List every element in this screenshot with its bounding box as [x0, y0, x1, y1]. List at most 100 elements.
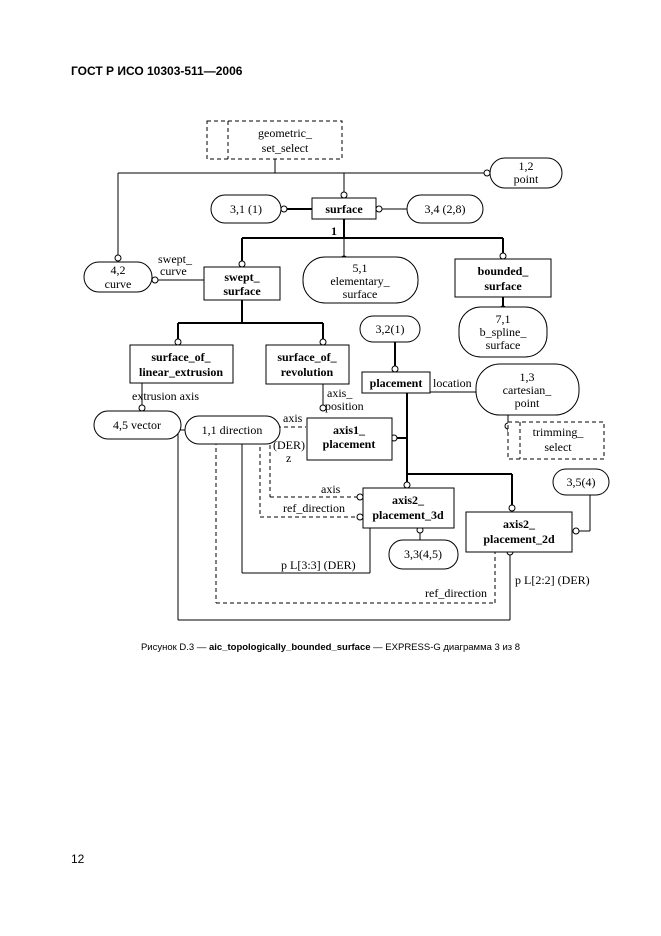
document-header: ГОСТ Р ИСО 10303-511—2006: [71, 64, 243, 78]
svg-text:placement_2d: placement_2d: [483, 532, 555, 546]
label-ref-direction-2d: ref_direction: [425, 586, 487, 600]
ref-elementary-surface: 5,1 elementary_ surface: [302, 256, 419, 304]
circle-placement: [391, 365, 399, 373]
label-swept-curve-2: curve: [160, 264, 187, 278]
circle-axis2-2d: [508, 504, 516, 512]
label-ref-direction-3d: ref_direction: [283, 501, 345, 515]
circle-extrusion-axis: [138, 404, 146, 412]
entity-axis1-placement: axis1_ placement: [306, 417, 393, 461]
svg-text:axis2_: axis2_: [392, 493, 425, 507]
svg-text:3,4 (2,8): 3,4 (2,8): [425, 202, 466, 216]
ref-curve: 4,2 curve: [83, 261, 153, 293]
svg-text:5,1: 5,1: [353, 261, 368, 275]
svg-text:surface: surface: [343, 287, 378, 301]
circle-axis-3d: [356, 493, 364, 501]
select-geometric-set-line2: set_select: [262, 141, 309, 155]
svg-text:bounded_: bounded_: [478, 264, 530, 278]
label-axis-3d: axis: [321, 482, 341, 496]
label-der: (DER): [273, 438, 305, 452]
svg-text:1,3: 1,3: [520, 370, 535, 384]
circle-z: [356, 513, 364, 521]
entity-surface: surface: [311, 197, 377, 220]
label-axis: axis: [283, 411, 303, 425]
svg-text:b_spline_: b_spline_: [480, 325, 528, 339]
select-trimming-line2: select: [544, 440, 572, 454]
ref-surface-right: 3,4 (2,8): [406, 194, 484, 224]
circle-surface-left: [280, 205, 288, 213]
select-geometric-set-line1: geometric_: [258, 126, 313, 140]
ref-cartesian-point: 1,3 cartesian_ point: [475, 363, 580, 416]
svg-text:1,2: 1,2: [519, 159, 534, 173]
circle-axis2-2d-ref: [572, 527, 580, 535]
svg-text:surface: surface: [223, 284, 261, 298]
relationship-labels: 1 swept_ curve extrusion axis axis_ posi…: [132, 224, 590, 600]
circle-swept-curve: [151, 276, 159, 284]
entity-placement: placement: [361, 371, 431, 394]
svg-text:elementary_: elementary_: [330, 274, 390, 288]
svg-text:surface_of_: surface_of_: [277, 350, 337, 364]
ref-axis2-3d: 3,3(4,5): [388, 539, 459, 570]
label-location: location: [433, 376, 472, 390]
label-p-2d: p L[2:2] (DER): [515, 573, 590, 587]
ref-point: 1,2 point: [489, 157, 563, 189]
circle-select-point: [483, 169, 491, 177]
svg-text:surface_of_: surface_of_: [151, 350, 211, 364]
select-geometric-set: geometric_ set_select: [206, 120, 343, 160]
page-number: 12: [71, 852, 85, 866]
svg-text:placement_3d: placement_3d: [372, 508, 444, 522]
svg-text:axis1_: axis1_: [333, 423, 366, 437]
caption-suffix: — EXPRESS-G диаграмма 3 из 8: [370, 642, 521, 653]
svg-text:surface: surface: [486, 338, 521, 352]
svg-text:curve: curve: [105, 277, 132, 291]
label-extrusion-axis: extrusion axis: [132, 389, 199, 403]
svg-text:point: point: [515, 396, 540, 410]
svg-text:surface: surface: [484, 279, 522, 293]
svg-text:linear_extrusion: linear_extrusion: [139, 365, 223, 379]
ref-direction: 1,1 direction: [184, 415, 281, 445]
svg-text:4,5 vector: 4,5 vector: [113, 418, 161, 432]
select-trimming: trimming_ select: [507, 421, 605, 460]
circle-axis-position: [319, 404, 327, 412]
relationship-lines: [117, 159, 591, 621]
svg-text:7,1: 7,1: [496, 312, 511, 326]
circle-surface-right: [375, 205, 383, 213]
circle-select-curve: [114, 254, 122, 262]
circle-bounded: [499, 252, 507, 260]
entity-axis2-placement-3d: axis2_ placement_3d: [362, 487, 455, 529]
circle-linear: [174, 338, 182, 346]
ref-b-spline-surface: 7,1 b_spline_ surface: [458, 306, 548, 358]
svg-text:axis2_: axis2_: [503, 517, 536, 531]
ref-vector: 4,5 vector: [93, 410, 182, 440]
svg-text:placement: placement: [370, 376, 423, 390]
figure-caption: Рисунок D.3 — aic_topologically_bounded_…: [0, 642, 661, 653]
svg-text:3,3(4,5): 3,3(4,5): [404, 547, 442, 561]
svg-text:revolution: revolution: [281, 365, 334, 379]
label-z: z: [286, 451, 291, 465]
entity-swept-surface: swept_ surface: [203, 266, 281, 301]
entity-surface-of-linear-extrusion: surface_of_ linear_extrusion: [129, 344, 234, 384]
caption-prefix: Рисунок D.3 —: [140, 642, 209, 653]
svg-text:3,1 (1): 3,1 (1): [230, 202, 262, 216]
svg-text:swept_: swept_: [224, 270, 260, 284]
select-trimming-line1: trimming_: [533, 425, 585, 439]
entity-surface-of-revolution: surface_of_ revolution: [265, 344, 350, 385]
svg-text:point: point: [514, 172, 539, 186]
circle-revolution: [319, 338, 327, 346]
ref-placement-top: 3,2(1): [359, 315, 421, 343]
label-axis-position-2: position: [325, 399, 364, 413]
caption-schema: aic_topologically_bounded_surface: [208, 642, 371, 653]
ref-axis2-2d: 3,5(4): [552, 468, 610, 496]
label-p-3d: p L[3:3] (DER): [281, 558, 356, 572]
svg-text:surface: surface: [325, 202, 363, 216]
label-swept-curve-1: swept_: [158, 252, 193, 266]
label-one: 1: [331, 224, 337, 238]
svg-text:3,5(4): 3,5(4): [567, 475, 596, 489]
ref-surface-left: 3,1 (1): [210, 194, 282, 224]
circle-swept: [238, 260, 246, 268]
svg-text:1,1 direction: 1,1 direction: [202, 423, 263, 437]
svg-text:placement: placement: [323, 437, 376, 451]
svg-text:cartesian_: cartesian_: [503, 383, 553, 397]
entity-axis2-placement-2d: axis2_ placement_2d: [465, 511, 573, 553]
